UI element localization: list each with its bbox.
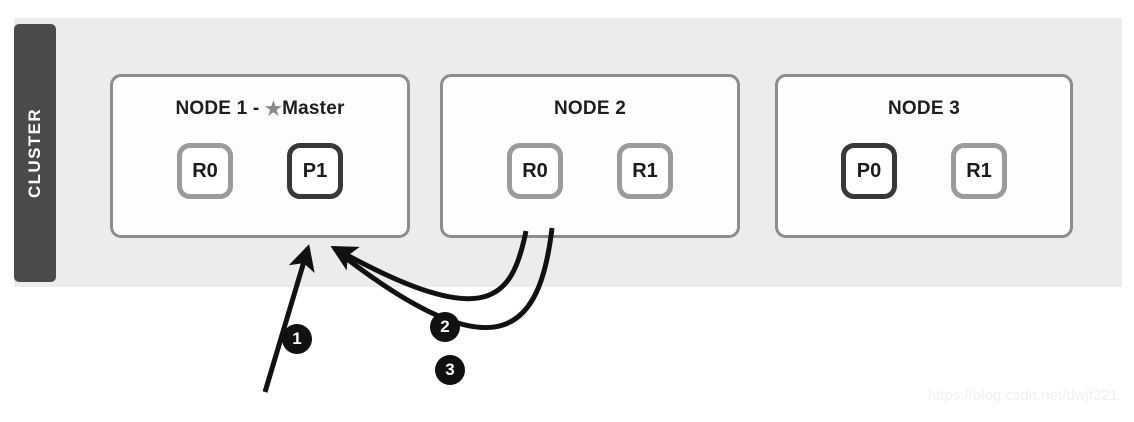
- shard-node1-r0[interactable]: R0: [177, 143, 233, 199]
- shard-node2-r0[interactable]: R0: [507, 143, 563, 199]
- node-box-3[interactable]: NODE 3 P0 R1: [775, 74, 1073, 238]
- node-2-shard-row: R0 R1: [443, 143, 737, 199]
- shard-node3-r1[interactable]: R1: [951, 143, 1007, 199]
- shard-node2-r1[interactable]: R1: [617, 143, 673, 199]
- node-3-shard-row: P0 R1: [778, 143, 1070, 199]
- step-badge-3[interactable]: 3: [435, 355, 465, 385]
- watermark: https://blog.csdn.net/dwjf321: [927, 387, 1118, 404]
- node-box-2[interactable]: NODE 2 R0 R1: [440, 74, 740, 238]
- node-3-title: NODE 3: [888, 98, 960, 119]
- node-box-1[interactable]: NODE 1 - ★Master R0 P1: [110, 74, 410, 238]
- cluster-tab: CLUSTER: [14, 24, 56, 282]
- node-2-title: NODE 2: [554, 98, 626, 119]
- node-1-role-text: Master: [282, 98, 345, 119]
- shard-node3-p0[interactable]: P0: [841, 143, 897, 199]
- step-badge-1[interactable]: 1: [282, 324, 312, 354]
- node-1-title-text: NODE 1 -: [175, 98, 265, 119]
- star-icon: ★: [264, 99, 283, 120]
- shard-node1-p1[interactable]: P1: [287, 143, 343, 199]
- cluster-label: CLUSTER: [25, 107, 44, 199]
- node-1-shard-row: R0 P1: [113, 143, 407, 199]
- step-badge-2[interactable]: 2: [430, 312, 460, 342]
- node-1-title: NODE 1 - ★Master: [113, 98, 407, 121]
